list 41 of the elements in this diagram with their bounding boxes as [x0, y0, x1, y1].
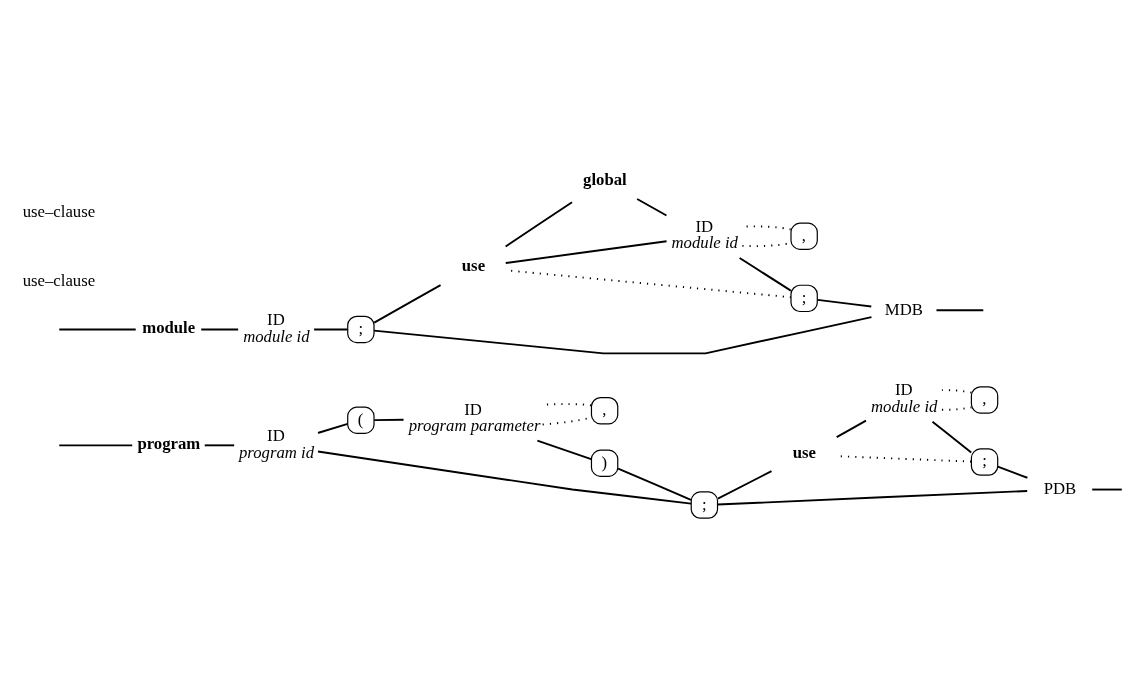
label: use–clause: [22, 201, 96, 221]
connector: [935, 308, 985, 311]
connector: [617, 467, 692, 501]
node-text: MDB: [884, 299, 923, 319]
node-text: ID: [894, 379, 913, 399]
node-text: ID: [267, 309, 285, 329]
connector: [504, 239, 668, 264]
connector: [816, 298, 873, 307]
connector: [738, 256, 792, 292]
connector: [373, 283, 442, 323]
label: use–clause: [22, 270, 96, 290]
node-text: PDB: [1043, 478, 1077, 498]
connector: [317, 422, 349, 434]
connector: [504, 200, 573, 247]
node-label: module id: [243, 326, 310, 346]
connector: [313, 328, 349, 330]
connector: [373, 315, 873, 354]
connector: [200, 328, 240, 330]
connector: [58, 328, 137, 330]
connector: [716, 469, 773, 500]
node-text: program: [137, 433, 201, 453]
node-label: program id: [239, 442, 315, 462]
connector: [317, 450, 693, 505]
connector: [931, 420, 973, 453]
connector: [996, 465, 1029, 479]
node-text: use: [792, 442, 817, 462]
connector: [941, 405, 973, 411]
connector: [636, 197, 668, 216]
connector: [1091, 488, 1123, 490]
connector: [536, 439, 593, 460]
connector: [716, 489, 1029, 505]
connector: [58, 443, 134, 446]
node-text: use: [461, 255, 486, 275]
connector: [203, 443, 236, 446]
node-label: module id: [871, 396, 938, 416]
node-text: module: [142, 317, 196, 337]
connector: [941, 388, 973, 394]
node-text: ID: [267, 425, 285, 445]
node-text: global: [583, 169, 627, 189]
connector: [835, 419, 867, 438]
connector: [373, 418, 405, 421]
